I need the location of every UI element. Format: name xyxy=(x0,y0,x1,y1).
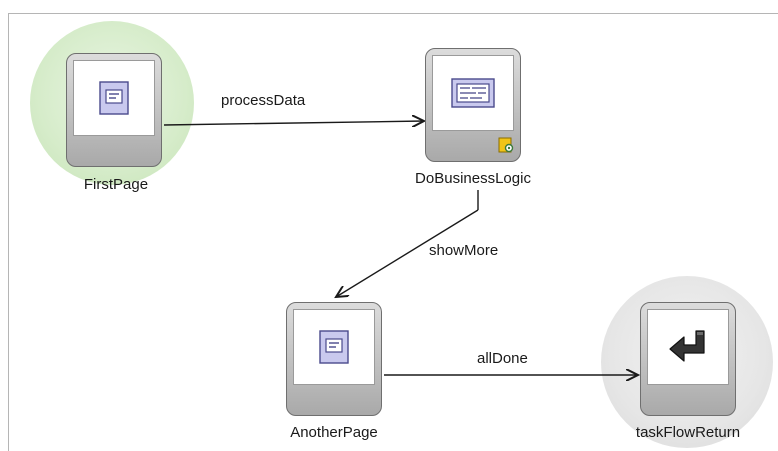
gear-badge-icon xyxy=(498,137,514,153)
node-do-business-logic[interactable] xyxy=(425,48,521,162)
edge-label-process-data[interactable]: processData xyxy=(221,92,306,109)
edge-process-data[interactable] xyxy=(163,121,424,125)
node-another-page-frame xyxy=(293,309,375,385)
node-task-flow-return-label: taskFlowReturn xyxy=(635,424,741,441)
edge-show-more-diagonal[interactable] xyxy=(336,209,479,297)
method-call-icon xyxy=(451,78,495,108)
node-another-page-label: AnotherPage xyxy=(290,424,378,441)
canvas-border-top xyxy=(8,13,778,14)
page-icon xyxy=(99,81,129,115)
node-first-page-frame xyxy=(73,60,155,136)
edge-label-show-more[interactable]: showMore xyxy=(429,242,499,259)
node-do-business-logic-label: DoBusinessLogic xyxy=(415,170,531,187)
node-task-flow-return-frame xyxy=(647,309,729,385)
page-icon xyxy=(319,330,349,364)
node-do-business-logic-frame xyxy=(432,55,514,131)
return-arrow-icon xyxy=(669,330,705,362)
edge-label-all-done[interactable]: allDone xyxy=(477,350,528,367)
node-first-page-label: FirstPage xyxy=(83,176,149,193)
node-another-page[interactable] xyxy=(286,302,382,416)
canvas-border-left xyxy=(8,13,9,451)
node-first-page[interactable] xyxy=(66,53,162,167)
node-task-flow-return[interactable] xyxy=(640,302,736,416)
